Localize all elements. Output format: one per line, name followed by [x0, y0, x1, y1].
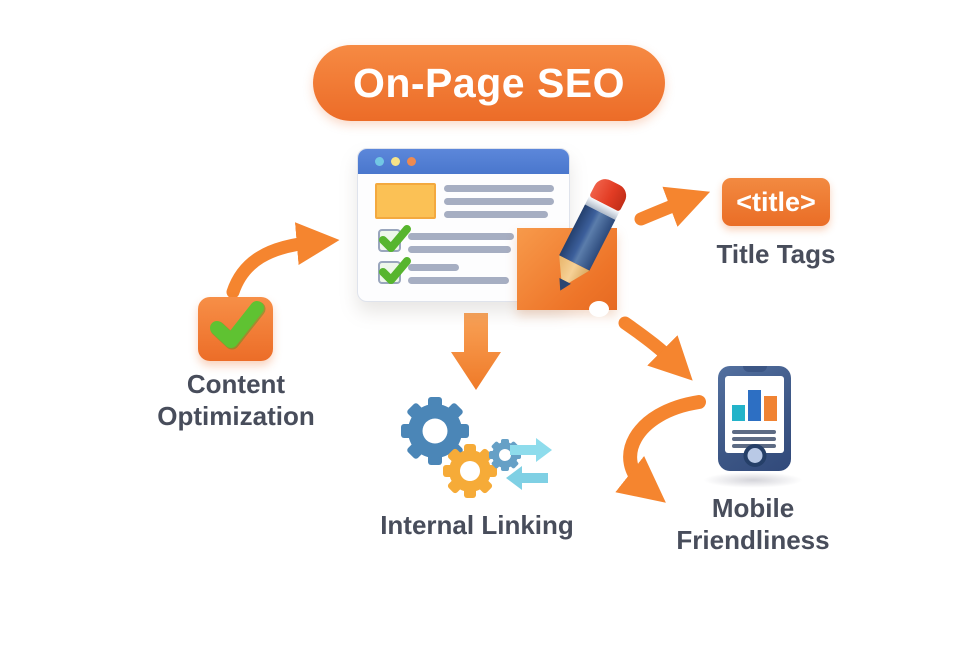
gear-orange: [443, 444, 497, 498]
phone-notch: [742, 366, 767, 372]
smartphone-chart-icon: [718, 366, 791, 471]
page-title: On-Page SEO: [352, 59, 626, 106]
content-optimization-label: Content Optimization: [157, 369, 315, 432]
arrow-content-to-page: [226, 222, 340, 299]
checkbox-checked-icon: [378, 257, 411, 284]
arrow-note-to-mobile: [618, 316, 693, 381]
checkmark-card-icon: [198, 297, 273, 361]
title-pill: On-Page SEO: [313, 45, 665, 121]
internal-linking-label: Internal Linking: [380, 510, 574, 540]
text-line: [408, 246, 511, 253]
arrow-curve-to-mobile-label: [615, 395, 706, 503]
gears-link-icon: [401, 397, 552, 498]
link-arrow-left-icon: [506, 466, 548, 490]
browser-checklist-icon: [357, 148, 570, 302]
chart-bar-orange: [764, 396, 777, 421]
text-line: [732, 430, 776, 434]
phone-shadow: [703, 472, 803, 488]
text-line: [732, 437, 776, 441]
checkbox-checked-icon: [378, 225, 411, 252]
window-dot-blue-icon: [375, 157, 384, 166]
text-line: [444, 211, 548, 218]
text-line: [408, 233, 514, 240]
chart-bar-blue: [748, 390, 761, 421]
image-placeholder: [375, 183, 436, 219]
text-line: [444, 185, 554, 192]
text-line: [408, 277, 509, 284]
arrow-page-to-title-tags: [634, 186, 711, 227]
mobile-friendliness-label: Mobile Friendliness: [676, 493, 830, 556]
window-dot-orange-icon: [407, 157, 416, 166]
phone-home-button: [743, 444, 766, 467]
title-tag-badge: <title>: [722, 178, 830, 226]
browser-titlebar: [358, 149, 569, 174]
window-dot-yellow-icon: [391, 157, 400, 166]
arrow-page-to-internal-linking: [451, 313, 501, 390]
phone-screen: [725, 376, 784, 453]
chart-bar-teal: [732, 405, 745, 421]
text-line: [444, 198, 554, 205]
text-line: [408, 264, 459, 271]
link-arrow-right-icon: [510, 438, 552, 462]
title-tags-label: Title Tags: [716, 239, 836, 269]
